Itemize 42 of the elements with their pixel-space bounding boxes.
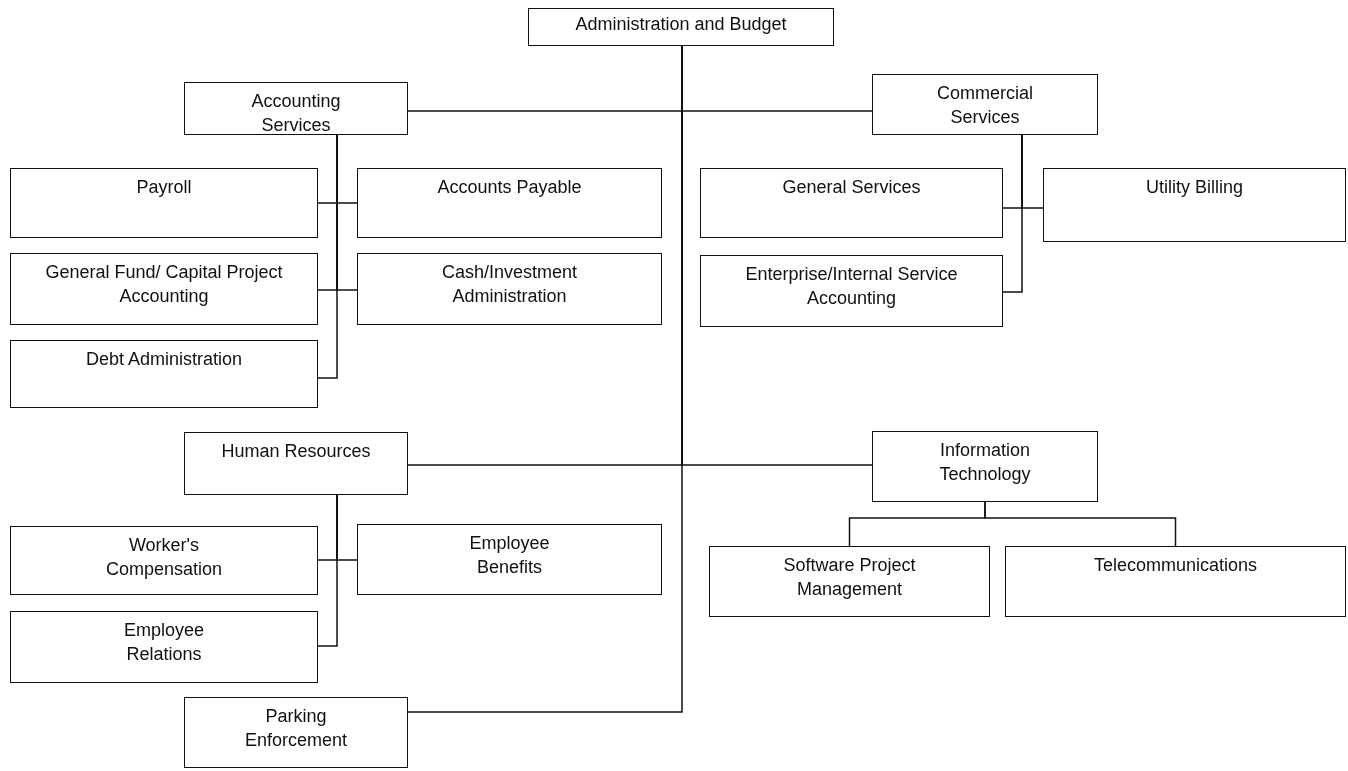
unit-name: Employee Relations xyxy=(122,619,205,666)
org-unit-box xyxy=(10,168,318,238)
connector-line xyxy=(984,501,1177,547)
org-unit-box xyxy=(10,253,318,325)
org-unit-box xyxy=(357,253,662,325)
unit-name: Telecommunications xyxy=(1093,554,1258,577)
org-unit-box xyxy=(10,611,318,683)
unit-name: Commercial Services xyxy=(936,82,1034,129)
unit-name: Worker's Compensation xyxy=(104,534,224,581)
unit-name: Employee Benefits xyxy=(468,532,551,579)
org-unit-box xyxy=(709,546,990,617)
org-unit-box xyxy=(700,255,1003,327)
connector-line xyxy=(317,134,338,379)
unit-name: Utility Billing xyxy=(1146,176,1243,199)
connector-line xyxy=(317,494,338,647)
org-unit-box xyxy=(872,74,1098,135)
org-unit-box xyxy=(700,168,1003,238)
org-unit-box xyxy=(357,524,662,595)
unit-name: Parking Enforcement xyxy=(243,705,349,752)
unit-name: Accounting Services xyxy=(250,90,342,137)
org-unit-box xyxy=(1043,168,1346,242)
unit-name: Human Resources xyxy=(221,440,371,463)
org-unit-box xyxy=(357,168,662,238)
org-unit-box xyxy=(184,432,408,495)
unit-name: Administration and Budget xyxy=(575,13,787,36)
unit-name: General Fund/ Capital Project Accounting xyxy=(44,261,284,308)
org-unit-box xyxy=(184,697,408,768)
unit-name: Enterprise/Internal Service Accounting xyxy=(744,263,959,310)
unit-name: Software Project Management xyxy=(782,554,917,601)
org-unit-box xyxy=(1005,546,1346,617)
org-unit-box xyxy=(872,431,1098,502)
org-unit-box xyxy=(10,526,318,595)
org-unit-box xyxy=(528,8,834,46)
unit-name: Cash/Investment Administration xyxy=(440,261,579,308)
unit-name: General Services xyxy=(782,176,921,199)
unit-name: Information Technology xyxy=(938,439,1032,486)
connector-line xyxy=(1002,134,1023,293)
unit-name: Payroll xyxy=(136,176,192,199)
unit-name: Debt Administration xyxy=(85,348,243,371)
unit-name: Accounts Payable xyxy=(437,176,582,199)
org-unit-box xyxy=(184,82,408,135)
org-unit-box xyxy=(10,340,318,408)
